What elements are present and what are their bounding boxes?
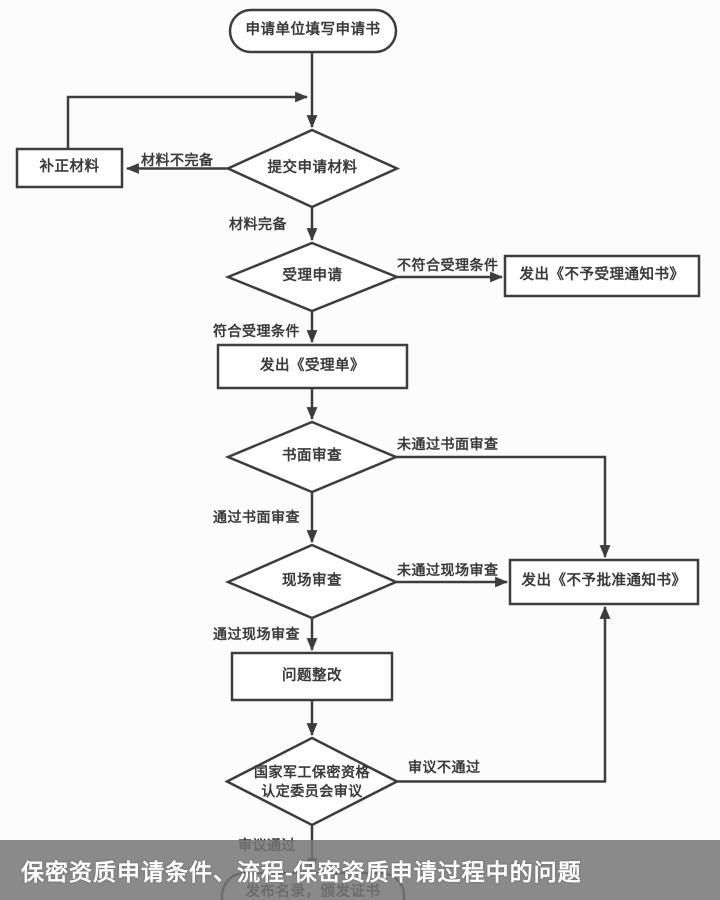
edge-written-fail: [396, 455, 611, 559]
node-committee-review-label: 国家军工保密资格 认定委员会审议: [254, 763, 370, 799]
edge-label-review-rejected: 审议不通过: [408, 759, 481, 775]
node-supplement-materials-label: 补正材料: [39, 159, 100, 176]
node-start-label: 申请单位填写申请书: [245, 22, 381, 39]
node-issue-acceptance-form-shape: [216, 343, 409, 390]
node-problem-rectification-shape: [230, 651, 394, 702]
edge-label-materials-complete: 材料完备: [229, 216, 287, 232]
node-issue-acceptance-form-label: 发出《受理单》: [260, 357, 365, 374]
node-accept-application-label: 受理申请: [282, 268, 343, 285]
node-notice-no-approval-shape: [508, 558, 700, 606]
node-notice-no-approval-label: 发出《不予批准通知书》: [521, 573, 687, 590]
edge-label-pass-written-review: 通过书面审查: [213, 509, 300, 525]
edge-label-fail-written-review: 未通过书面审查: [397, 436, 499, 452]
node-notice-no-acceptance-shape: [503, 254, 701, 298]
node-submit-materials-label: 提交申请材料: [267, 159, 358, 176]
node-onsite-review-label: 现场审查: [282, 572, 342, 589]
page-title: 保密资质申请条件、流程-保密资质申请过程中的问题: [21, 859, 582, 885]
edge-label-pass-onsite-review: 通过现场审查: [213, 626, 300, 642]
title-overlay-bar: 保密资质申请条件、流程-保密资质申请过程中的问题: [0, 840, 720, 900]
edge-supplement-loop: [66, 91, 309, 149]
edge-label-meet-acceptance: 符合受理条件: [213, 323, 300, 339]
edge-label-fail-onsite-review: 未通过现场审查: [397, 562, 499, 578]
edge-label-not-meet-acceptance: 不符合受理条件: [397, 257, 499, 273]
edge-committee-fail: [397, 605, 611, 783]
node-problem-rectification-label: 问题整改: [282, 667, 342, 684]
node-supplement-materials-shape: [15, 147, 124, 189]
node-written-review-label: 书面审查: [282, 448, 342, 465]
node-notice-no-acceptance-label: 发出《不予受理通知书》: [519, 267, 685, 284]
edge-label-materials-incomplete: 材料不完备: [141, 152, 214, 168]
